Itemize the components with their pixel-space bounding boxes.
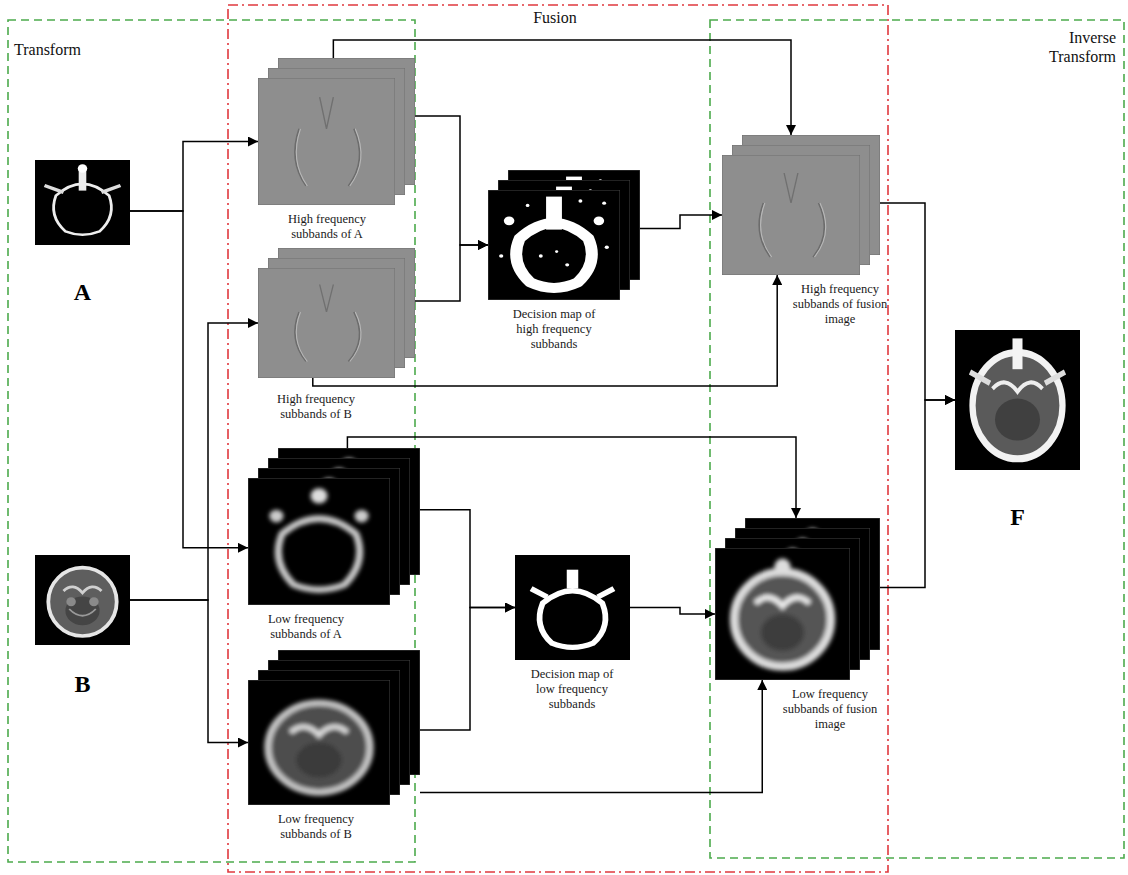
- flow-arrow: [130, 211, 248, 548]
- image-panel: A: [35, 160, 130, 245]
- flow-arrow: [130, 600, 248, 743]
- image-panel: F: [955, 330, 1080, 470]
- image-stack: Low frequency subbands of fusion image: [715, 518, 880, 680]
- image-stack: High frequency subbands of A: [258, 58, 415, 205]
- flow-arrow: [420, 510, 515, 608]
- image-caption: High frequency subbands of B: [260, 392, 372, 422]
- flow-arrow: [313, 275, 777, 386]
- flow-arrow: [347, 437, 796, 518]
- flow-arrow: [880, 203, 955, 400]
- flow-arrow: [333, 40, 791, 135]
- image-caption: Decision map of low frequency subbands: [522, 667, 622, 712]
- image-caption: Low frequency subbands of fusion image: [775, 687, 885, 732]
- image-stack: High frequency subbands of fusion image: [722, 135, 880, 275]
- image-letter: B: [35, 671, 130, 697]
- image-stack: Decision map of high frequency subbands: [488, 170, 640, 300]
- image-stack: Low frequency subbands of B: [248, 650, 420, 805]
- flow-arrow: [420, 680, 762, 793]
- flow-arrow: [415, 245, 488, 301]
- inverse-transform-region: [710, 20, 1124, 858]
- flow-arrow: [130, 142, 258, 212]
- flow-arrow: [415, 116, 488, 245]
- image-letter: A: [35, 279, 130, 305]
- transform-region: [8, 20, 415, 862]
- image-stack: High frequency subbands of B: [258, 248, 415, 378]
- flow-arrow: [640, 215, 722, 229]
- image-panel: B: [35, 555, 130, 645]
- image-stack: Low frequency subbands of A: [248, 448, 420, 605]
- image-caption: High frequency subbands of A: [272, 212, 382, 242]
- fusion-region: [228, 5, 888, 872]
- region-title: Transform: [14, 40, 134, 59]
- flow-arrow: [880, 400, 955, 588]
- image-caption: Decision map of high frequency subbands: [504, 307, 604, 352]
- flow-arrow: [630, 608, 715, 615]
- image-caption: Low frequency subbands of B: [260, 812, 372, 842]
- image-panel: Decision map of low frequency subbands: [515, 555, 630, 660]
- flow-arrow: [130, 323, 258, 600]
- image-letter: F: [955, 504, 1080, 530]
- image-caption: Low frequency subbands of A: [250, 612, 362, 642]
- flow-arrow: [420, 608, 515, 731]
- region-title: Fusion: [480, 8, 630, 27]
- region-title: Inverse Transform: [1028, 28, 1116, 66]
- image-caption: High frequency subbands of fusion image: [790, 282, 890, 327]
